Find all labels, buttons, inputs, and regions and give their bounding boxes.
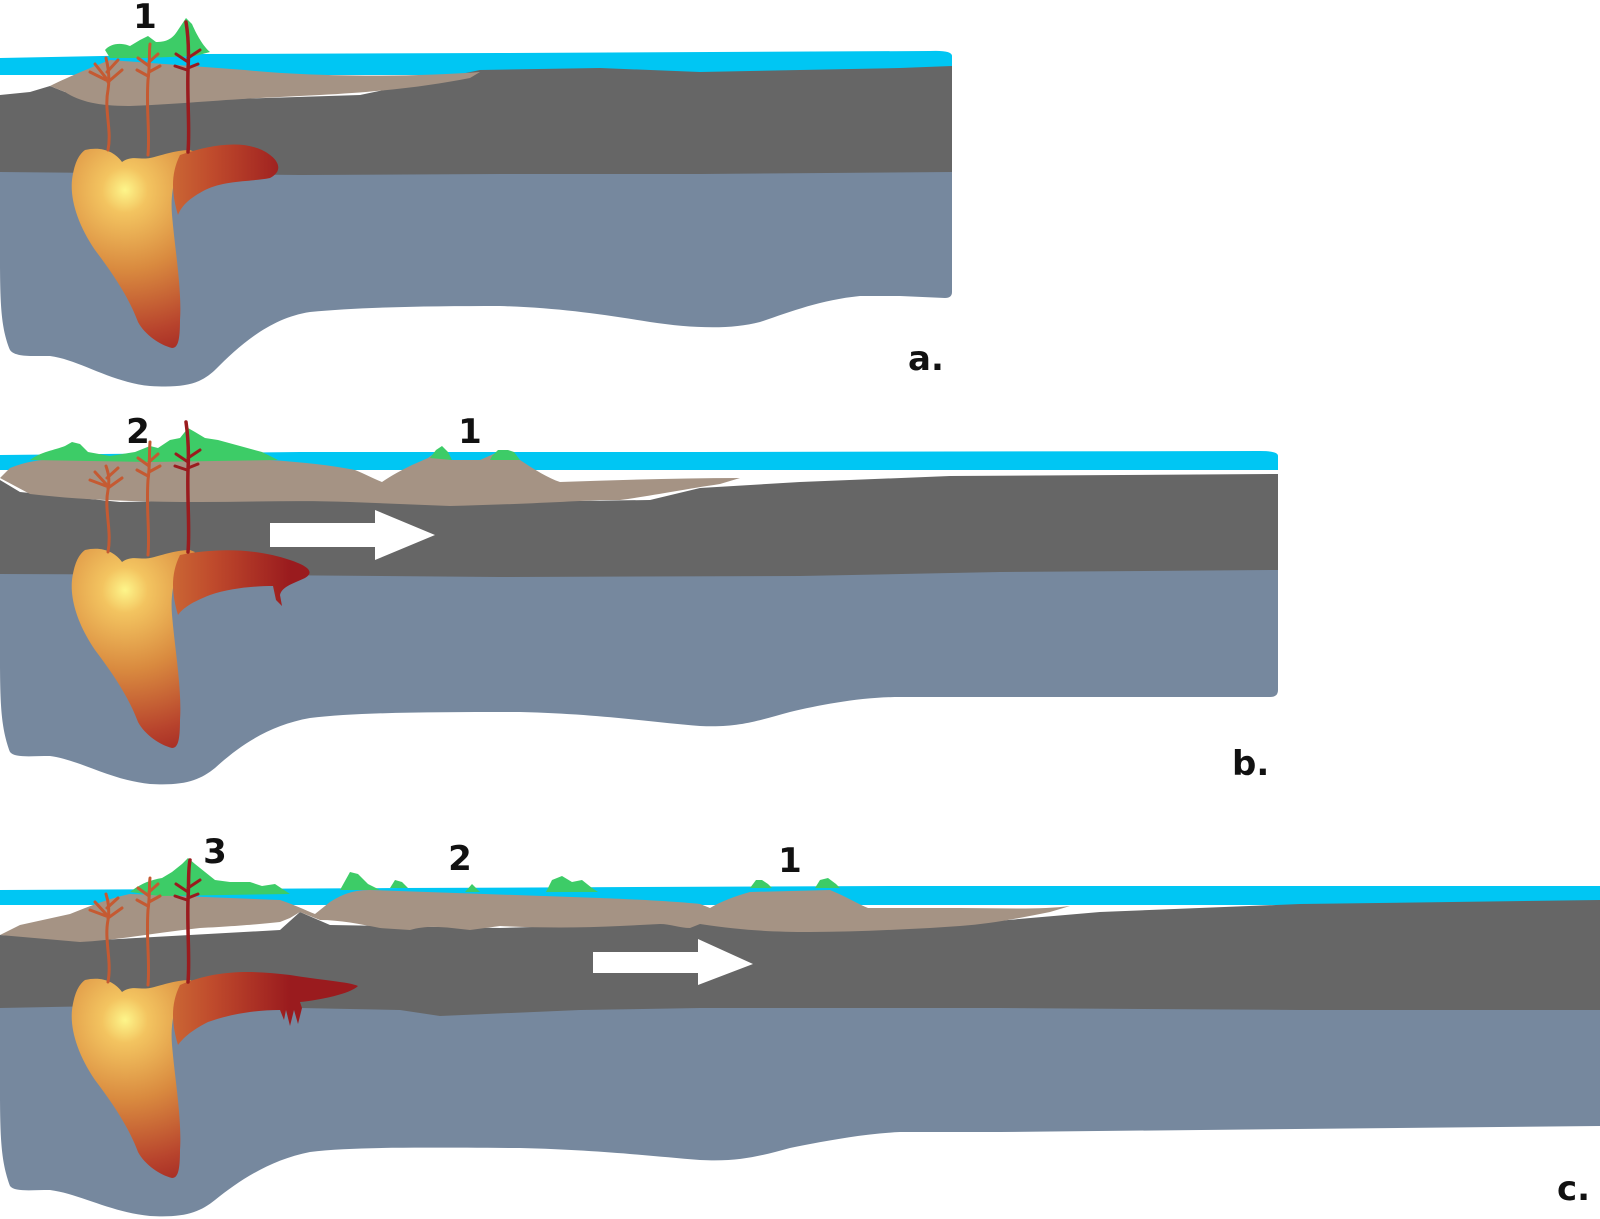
- magma-chamber: [71, 144, 279, 348]
- panel-a: [0, 18, 952, 387]
- volcano-group-2: [30, 428, 278, 462]
- magma-chamber: [71, 548, 310, 748]
- island-label-a-1: 1: [133, 0, 157, 37]
- island-label-c-2: 2: [448, 839, 472, 879]
- island-label-c-1: 1: [778, 841, 802, 881]
- panel-label-a: a.: [908, 339, 944, 379]
- island-label-b-2: 2: [126, 412, 150, 452]
- volcano-group-2: [340, 872, 598, 892]
- ocean-layer: [0, 50, 952, 75]
- volcano-group-3: [130, 858, 290, 896]
- oceanic-crust-layer: [0, 452, 740, 506]
- island-label-c-3: 3: [203, 832, 227, 872]
- magma-chamber: [71, 972, 358, 1178]
- oceanic-crust-layer: [50, 60, 480, 106]
- mantle-layer: [0, 566, 1278, 785]
- mantle-layer: [0, 168, 952, 387]
- magma-conduits: [88, 420, 202, 557]
- arrow-right-icon: [593, 939, 753, 985]
- volcano-group-1: [430, 446, 520, 460]
- mantle-layer: [0, 1000, 1600, 1217]
- volcano-group-1: [750, 878, 840, 888]
- panel-c: [0, 858, 1600, 1217]
- panel-label-b: b.: [1232, 744, 1269, 784]
- island-label-b-1: 1: [458, 412, 482, 452]
- magma-conduits: [88, 858, 202, 987]
- panel-b: [0, 420, 1278, 785]
- magma-conduits: [88, 20, 202, 157]
- volcano-cap: [105, 18, 210, 58]
- panel-label-c: c.: [1557, 1169, 1590, 1209]
- arrow-right-icon: [270, 510, 435, 560]
- oceanic-crust-layer: [0, 890, 1070, 942]
